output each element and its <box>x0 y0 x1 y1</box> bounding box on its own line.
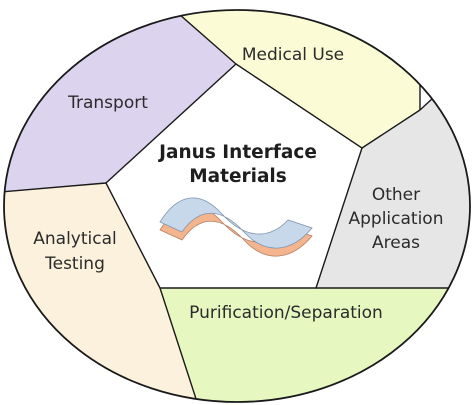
label-other-line3: Areas <box>372 233 420 253</box>
outer-ellipse <box>3 9 471 403</box>
label-other-line1: Other <box>372 185 420 205</box>
janus-material-illustration <box>159 197 313 257</box>
label-transport: Transport <box>67 93 148 113</box>
label-other-line2: Application <box>349 209 444 229</box>
center-title-line1: Janus Interface <box>157 142 317 163</box>
label-analytical-line1: Analytical <box>33 229 116 249</box>
segment-other-application-areas[interactable] <box>316 60 474 288</box>
label-analytical-line2: Testing <box>44 254 105 274</box>
label-medical-use: Medical Use <box>242 45 344 65</box>
label-purification-separation: Purification/Separation <box>189 303 383 323</box>
material-top-layer <box>159 197 313 249</box>
center-title-line2: Materials <box>189 166 287 187</box>
